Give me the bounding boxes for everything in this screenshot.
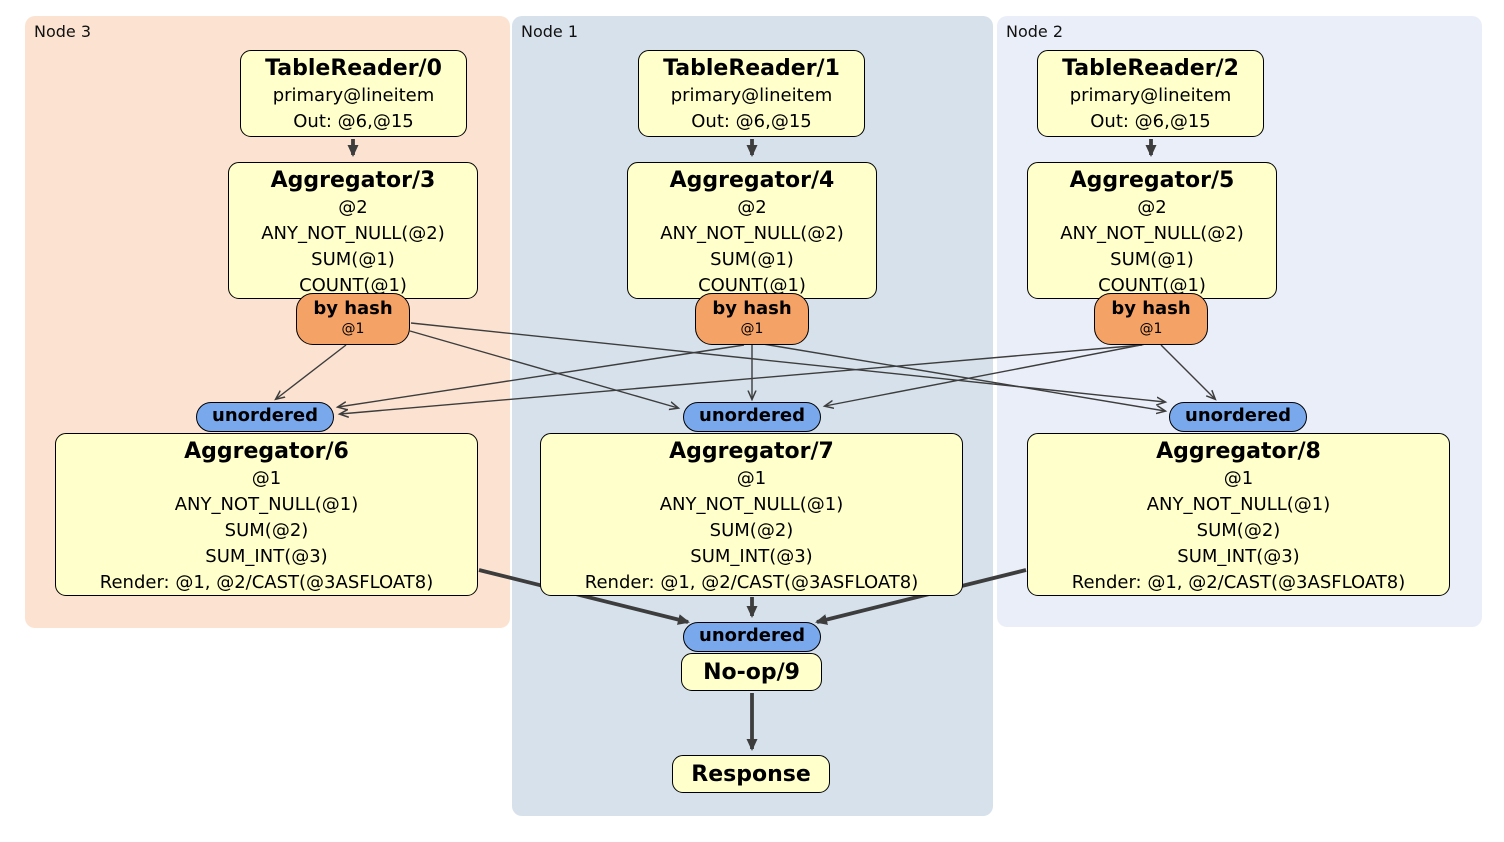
box-line: COUNT(@1) (698, 275, 806, 296)
panel-node-3-label: Node 3 (34, 22, 92, 41)
sync-unordered-node2: unordered (1169, 402, 1307, 432)
router-label: by hash (712, 298, 792, 319)
aggregator-4-box: Aggregator/4 @2 ANY_NOT_NULL(@2) SUM(@1)… (627, 162, 877, 299)
box-line: ANY_NOT_NULL(@2) (660, 223, 844, 244)
box-line: SUM(@2) (1196, 520, 1281, 541)
router-detail: @1 (341, 321, 365, 337)
sync-unordered-node1: unordered (683, 402, 821, 432)
box-line: @1 (251, 468, 282, 489)
box-line: SUM(@2) (709, 520, 794, 541)
aggregator-7-box: Aggregator/7 @1 ANY_NOT_NULL(@1) SUM(@2)… (540, 433, 963, 596)
edge-byhash-node3-to-unordered-node3 (276, 344, 347, 399)
box-line: ANY_NOT_NULL(@1) (174, 494, 359, 515)
box-line: SUM(@1) (311, 249, 395, 270)
box-line: primary@lineitem (272, 85, 435, 106)
box-line: Out: @6,@15 (293, 111, 414, 132)
router-detail: @1 (1139, 321, 1163, 337)
box-line: @1 (736, 468, 767, 489)
edge-aggregator6-to-final-unordered (478, 568, 690, 625)
box-title: Aggregator/8 (1156, 439, 1321, 464)
box-title: TableReader/1 (663, 56, 840, 81)
box-line: Render: @1, @2/CAST(@3ASFLOAT8) (584, 572, 919, 593)
aggregator-8-box: Aggregator/8 @1 ANY_NOT_NULL(@1) SUM(@2)… (1027, 433, 1450, 596)
box-line: COUNT(@1) (299, 275, 407, 296)
edge-byhash-node2-to-unordered-node3 (340, 344, 1143, 414)
box-line: SUM(@1) (1110, 249, 1194, 270)
box-line: SUM(@2) (224, 520, 309, 541)
box-title: Aggregator/3 (270, 168, 436, 193)
router-by-hash-node3: by hash @1 (296, 293, 410, 345)
aggregator-3-box: Aggregator/3 @2 ANY_NOT_NULL(@2) SUM(@1)… (228, 162, 478, 299)
router-label: by hash (313, 298, 393, 319)
aggregator-5-box: Aggregator/5 @2 ANY_NOT_NULL(@2) SUM(@1)… (1027, 162, 1277, 299)
box-line: primary@lineitem (670, 85, 833, 106)
box-line: @2 (1137, 197, 1167, 218)
panel-node-1-label: Node 1 (521, 22, 579, 41)
router-by-hash-node2: by hash @1 (1094, 293, 1208, 345)
box-line: Out: @6,@15 (1090, 111, 1211, 132)
response-box: Response (672, 755, 830, 793)
edge-byhash-node1-to-unordered-node3 (338, 344, 745, 407)
sync-unordered-final: unordered (683, 622, 821, 652)
box-title: Aggregator/7 (669, 439, 834, 464)
box-line: @1 (1223, 468, 1254, 489)
router-label: by hash (1111, 298, 1191, 319)
box-line: ANY_NOT_NULL(@1) (659, 494, 844, 515)
edge-byhash-node1-to-unordered-node2 (762, 343, 1165, 411)
edge-byhash-node2-to-unordered-node2 (1160, 344, 1215, 399)
box-line: ANY_NOT_NULL(@2) (1060, 223, 1244, 244)
box-line: ANY_NOT_NULL(@2) (261, 223, 445, 244)
box-title: Aggregator/4 (669, 168, 835, 193)
edge-byhash-node2-to-unordered-node1 (825, 343, 1147, 406)
tablereader-2-box: TableReader/2 primary@lineitem Out: @6,@… (1037, 50, 1264, 137)
router-by-hash-node1: by hash @1 (695, 293, 809, 345)
box-line: COUNT(@1) (1098, 275, 1206, 296)
tablereader-0-box: TableReader/0 primary@lineitem Out: @6,@… (240, 50, 467, 137)
box-title: TableReader/0 (265, 56, 442, 81)
tablereader-1-box: TableReader/1 primary@lineitem Out: @6,@… (638, 50, 865, 137)
box-title: TableReader/2 (1062, 56, 1239, 81)
panel-node-2-label: Node 2 (1006, 22, 1064, 41)
box-line: SUM_INT(@3) (205, 546, 328, 567)
box-title: Aggregator/6 (184, 439, 349, 464)
box-line: Out: @6,@15 (691, 111, 812, 132)
box-line: Render: @1, @2/CAST(@3ASFLOAT8) (1071, 572, 1406, 593)
box-line: SUM_INT(@3) (1177, 546, 1300, 567)
noop-9-box: No-op/9 (681, 653, 822, 691)
edge-byhash-node3-to-unordered-node1 (409, 330, 678, 408)
edge-byhash-node3-to-unordered-node2 (410, 322, 1165, 402)
box-line: @2 (338, 197, 368, 218)
box-line: @2 (737, 197, 767, 218)
router-detail: @1 (740, 321, 764, 337)
box-line: Render: @1, @2/CAST(@3ASFLOAT8) (99, 572, 434, 593)
edge-aggregator8-to-final-unordered (815, 568, 1027, 625)
box-line: SUM_INT(@3) (690, 546, 813, 567)
aggregator-6-box: Aggregator/6 @1 ANY_NOT_NULL(@1) SUM(@2)… (55, 433, 478, 596)
box-line: primary@lineitem (1069, 85, 1232, 106)
box-title: Response (691, 762, 811, 787)
box-title: Aggregator/5 (1069, 168, 1235, 193)
box-title: No-op/9 (703, 660, 800, 685)
box-line: ANY_NOT_NULL(@1) (1146, 494, 1331, 515)
sync-unordered-node3: unordered (196, 402, 334, 432)
box-line: SUM(@1) (710, 249, 794, 270)
